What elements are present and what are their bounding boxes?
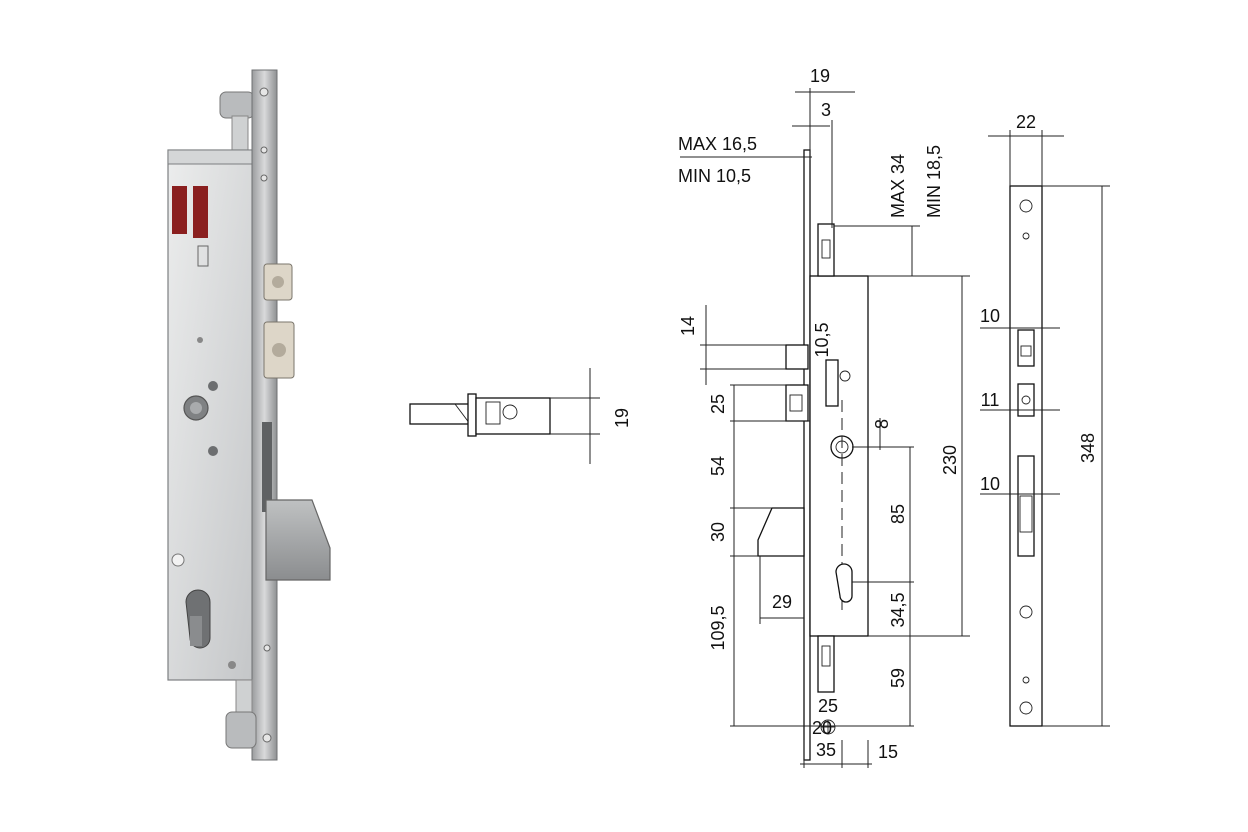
latch-dim-19: 19 [612,408,632,428]
red-label-left [172,186,187,234]
side-elevation: 19 3 MAX 16,5 MIN 10,5 MAX 34 MIN 18,5 1… [678,66,970,768]
dim-22: 22 [1016,112,1036,132]
dim-10-5: 10,5 [812,322,832,357]
dim-11: 11 [981,390,1000,410]
red-label-right [193,186,208,238]
dim-10-top: 10 [980,306,1000,326]
dim-85: 85 [888,504,908,524]
top-roller-bolt [219,91,255,155]
dim-min-18-5: MIN 18,5 [924,145,944,218]
dim-max-34: MAX 34 [888,154,908,218]
deadbolt [265,499,331,581]
dim-max-16-5: MAX 16,5 [678,134,757,154]
dim-59: 59 [888,668,908,688]
dim-15: 15 [878,742,898,762]
latch-upper [263,263,293,301]
lock-case [167,149,255,681]
dim-10-bottom: 10 [980,474,1000,494]
dim-14: 14 [678,316,698,336]
faceplate [251,69,278,761]
dim-top-19: 19 [810,66,830,86]
dim-29: 29 [772,592,792,612]
dim-54: 54 [708,456,728,476]
latch-lower [263,321,295,379]
dim-230: 230 [940,445,960,475]
latch-detail: 19 [409,368,632,464]
dim-109-5: 109,5 [708,605,728,650]
lock-photo [167,69,331,761]
dim-8: 8 [872,419,892,429]
bottom-roller-bolt [225,679,257,749]
dim-20: 20 [812,718,832,738]
dim-30: 30 [708,522,728,542]
dim-34-5: 34,5 [888,592,908,627]
front-elevation: 22 10 11 10 348 [980,112,1110,727]
dim-25-left: 25 [708,394,728,414]
dim-348: 348 [1078,433,1098,463]
dim-min-10-5: MIN 10,5 [678,166,751,186]
dim-top-3: 3 [821,100,831,120]
dim-35: 35 [816,740,836,760]
dim-25-bottom: 25 [818,696,838,716]
